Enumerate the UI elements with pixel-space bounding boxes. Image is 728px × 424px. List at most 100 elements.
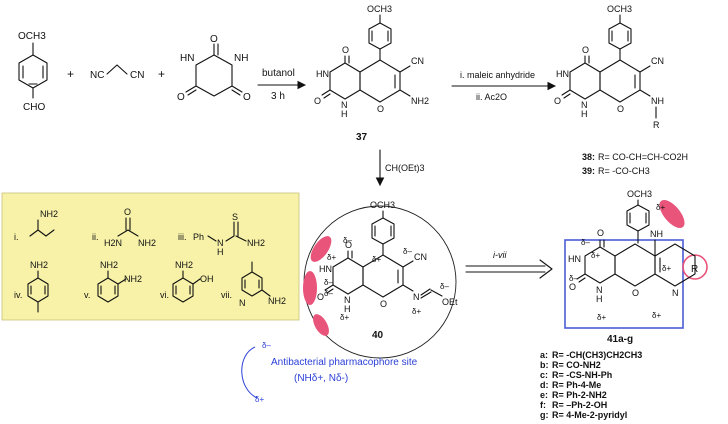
partial-charge-label: δ– xyxy=(262,341,271,350)
carbonyl-o-label: O xyxy=(243,92,251,103)
carbonyl-o-label: O xyxy=(177,92,185,103)
r-group-value: R= –Ph-2-OH xyxy=(552,400,607,410)
n-label: N xyxy=(596,285,603,295)
nh-label: NH xyxy=(651,96,664,106)
methoxy-label: OCH3 xyxy=(18,31,46,42)
carbonyl-o-label: O xyxy=(210,34,218,45)
anisaldehyde: OCH3 CHO xyxy=(18,31,48,113)
n-label: N xyxy=(672,288,679,298)
reagent-number: iv. xyxy=(14,290,22,300)
malononitrile: NC CN xyxy=(90,64,144,81)
h-label: H xyxy=(581,109,588,119)
product-box xyxy=(564,239,684,329)
compound-number: 39: xyxy=(582,166,595,176)
r-label: R xyxy=(653,120,660,130)
partial-charge-label: δ+ xyxy=(340,313,349,322)
r-group-key: a: xyxy=(540,350,548,360)
reagent-number: i. xyxy=(14,232,19,242)
r-group-key: b: xyxy=(540,360,549,370)
amine-label: NH2 xyxy=(138,238,156,248)
partial-charge-label: δ– xyxy=(581,238,590,247)
pharmacophore-blob xyxy=(659,199,685,229)
nitrile-label: CN xyxy=(651,56,664,66)
reagent-ii-urea: ii. O H2N NH2 xyxy=(92,207,156,248)
compound-38-39: OCH3 O HN O N H O CN NH R xyxy=(554,4,664,130)
h-label: H xyxy=(217,247,224,257)
r-group-key: f: xyxy=(540,400,546,410)
r-group-key: d: xyxy=(540,380,549,390)
imine-nh-label: NH xyxy=(650,229,663,239)
amine-label: H2N xyxy=(104,238,122,248)
r-group-value: R= CO-NH2 xyxy=(552,360,601,370)
amine-label: NH2 xyxy=(40,209,58,219)
r-group-key: g: xyxy=(540,410,549,420)
condition-label: 3 h xyxy=(271,91,285,102)
ring-o-label: O xyxy=(617,104,624,114)
phenyl-label: Ph xyxy=(193,232,204,242)
ring-o-label: O xyxy=(377,104,384,114)
substituent-label: R= -CO-CH3 xyxy=(598,166,650,176)
reagent-label: ii. Ac2O xyxy=(476,92,507,102)
n-label: N xyxy=(341,100,348,110)
carbonyl-o-label: O xyxy=(314,96,321,106)
partial-charge-label: δ+ xyxy=(412,307,421,316)
plus-sign: + xyxy=(158,67,165,81)
compound-number: 41a-g xyxy=(607,334,633,345)
partial-charge-label: δ+ xyxy=(662,264,671,273)
hn-label: HN xyxy=(316,69,329,79)
reagents-box xyxy=(1,192,300,321)
compound-41: OCH3 NH O HN O N H O N R δ– δ+ δ– δ+ δ+ … xyxy=(564,189,708,345)
compound-40: OCH3 O HN O N H O CN N OEt δ– δ+ δ– δ– δ… xyxy=(303,200,458,359)
n-label: N xyxy=(344,295,351,305)
hn-label: HN xyxy=(180,53,194,64)
partial-charge-label: δ– xyxy=(569,274,578,283)
methoxy-label: OCH3 xyxy=(367,4,392,14)
r-group-key: c: xyxy=(540,370,548,380)
r-group-value: R= -CH(CH3)CH2CH3 xyxy=(552,350,642,360)
amine-label: NH2 xyxy=(100,260,118,270)
aldehyde-label: CHO xyxy=(23,102,45,113)
reagent-label: i. maleic anhydride xyxy=(460,70,535,80)
compound-37: OCH3 O HN O N H O CN NH2 37 xyxy=(314,4,429,143)
ethoxy-label: OEt xyxy=(442,297,458,307)
amine-label: NH2 xyxy=(268,296,286,306)
reagent-label: butanol xyxy=(262,68,295,79)
n-label: N xyxy=(239,298,246,308)
pharmacophore-legend: δ– δ+ Antibacterial pharmacophore site (… xyxy=(241,341,418,404)
partial-charge-label: δ+ xyxy=(656,203,665,212)
compound-number: 38: xyxy=(582,152,595,162)
amine-label: NH2 xyxy=(124,274,142,284)
compound-number: 40 xyxy=(372,330,384,341)
legend-arc-icon xyxy=(241,346,258,399)
partial-charge-label: δ+ xyxy=(372,255,381,264)
plus-sign: + xyxy=(67,67,74,81)
nitrile-label-right: CN xyxy=(130,70,144,81)
hn-label: HN xyxy=(568,254,581,264)
reaction-arrow-open xyxy=(465,259,553,279)
nh-label: NH xyxy=(234,53,248,64)
partial-charge-label: δ+ xyxy=(255,395,264,404)
r-group-value: R= Ph-4-Me xyxy=(552,380,601,390)
h-label: H xyxy=(341,109,348,119)
pharmacophore-blob xyxy=(310,236,332,262)
barbituric-acid: O NH HN O O xyxy=(177,34,251,103)
compound-number: 37 xyxy=(356,132,368,143)
legend-title: Antibacterial pharmacophore site xyxy=(271,357,418,368)
r-group-value: R= -CS-NH-Ph xyxy=(552,370,612,380)
h-label: H xyxy=(596,294,603,304)
partial-charge-label: δ– xyxy=(403,247,412,256)
r-group-list: a: R= -CH(CH3)CH2CH3 b: R= CO-NH2 c: R= … xyxy=(540,350,642,420)
carbonyl-o-label: O xyxy=(345,240,352,250)
carbonyl-o-label: O xyxy=(582,45,589,55)
methoxy-label: OCH3 xyxy=(607,4,632,14)
amine-label: NH2 xyxy=(30,260,48,270)
reagent-vii-aminopicoline: vii. N NH2 xyxy=(221,261,286,308)
r-group-key: e: xyxy=(540,390,548,400)
nitrile-label: CN xyxy=(411,56,424,66)
reagent-number: ii. xyxy=(92,232,99,242)
partial-charge-label: δ+ xyxy=(327,253,336,262)
partial-charge-label: δ+ xyxy=(652,311,661,320)
carbonyl-o-label: O xyxy=(317,292,324,302)
r-group-value: R= 4-Me-2-pyridyl xyxy=(552,410,627,420)
